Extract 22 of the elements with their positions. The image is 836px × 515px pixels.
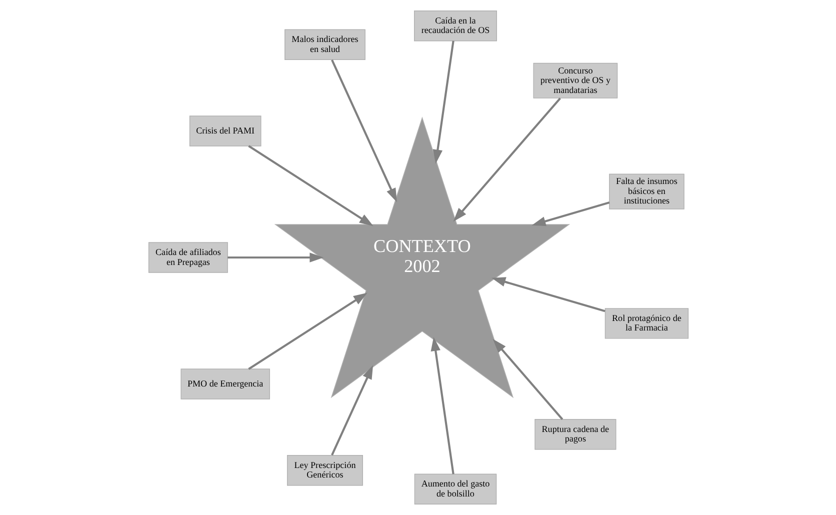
node-box: Concurso preventivo de OS y mandatarias (532, 62, 618, 98)
arrow (330, 60, 396, 202)
node-box: Caída en la recaudación de OS (414, 10, 496, 42)
node-box: Caída de afiliados en Prepagas (148, 242, 228, 273)
node-box: PMO de Emergencia (180, 368, 270, 400)
node-box: Ley Prescripción Genéricos (286, 455, 362, 486)
node-box: Crisis del PAMI (188, 116, 261, 146)
arrow (330, 365, 373, 456)
arrow (248, 292, 367, 370)
arrow (452, 98, 560, 222)
node-box: Ruptura cadena de pagos (534, 419, 616, 450)
arrow (531, 202, 610, 226)
arrow (491, 277, 605, 312)
arrow (492, 339, 563, 420)
arrow (227, 252, 324, 262)
node-box: Rol protagónico de la Farmacia (604, 308, 688, 339)
arrow (432, 40, 454, 164)
node-box: Falta de insumos básicos en instituciones (608, 174, 684, 210)
node-box: Aumento del gasto de bolsillo (414, 474, 496, 504)
arrow (248, 145, 373, 226)
node-box: Malos indicadores en salud (284, 29, 365, 60)
arrow (430, 337, 454, 474)
